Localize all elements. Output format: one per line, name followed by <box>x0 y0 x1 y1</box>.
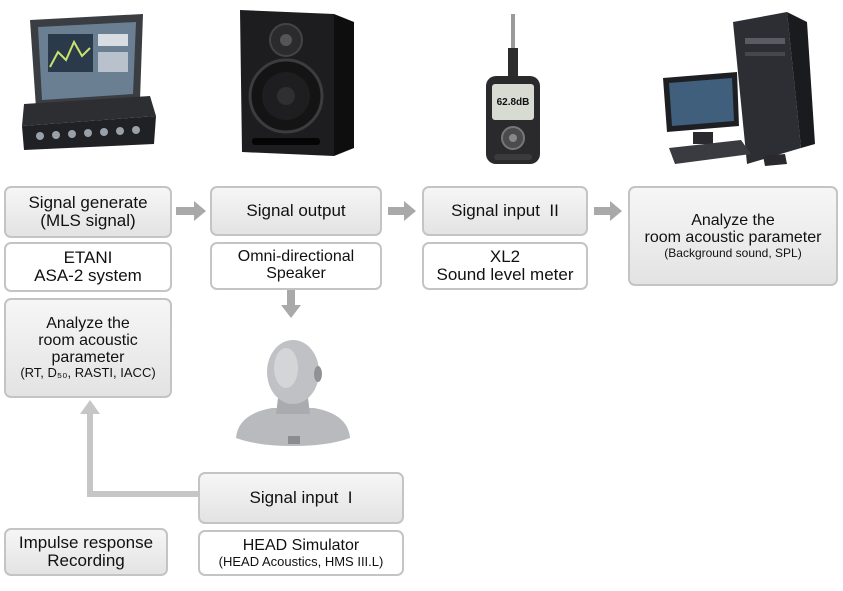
head-simulator-line1: HEAD Simulator <box>242 536 360 554</box>
xl2-line2: Sound level meter <box>436 265 574 284</box>
impulse-line1: Impulse response <box>18 533 154 553</box>
head-simulator-image <box>236 340 350 446</box>
analyze-left-line1: Analyze the <box>46 314 130 332</box>
etani-box: ETANI ASA-2 system <box>4 242 172 292</box>
arrow-output-to-input2 <box>388 201 416 221</box>
omni-speaker-box: Omni-directional Speaker <box>210 242 382 290</box>
arrow-input1-to-analyze <box>87 412 200 497</box>
laptop-analyzer-image <box>22 14 156 150</box>
analyze-left-line4: (RT, D₅₀, RASTI, IACC) <box>20 365 156 381</box>
etani-line1: ETANI <box>63 248 113 268</box>
head-simulator-box: HEAD Simulator (HEAD Acoustics, HMS III.… <box>198 530 404 576</box>
analyze-right-line2: room acoustic parameter <box>644 228 822 246</box>
meter-reading: 62.8dB <box>497 97 530 108</box>
signal-output-box: Signal output <box>210 186 382 236</box>
signal-generate-line1: Signal generate <box>28 193 148 213</box>
signal-input-1-box: Signal input I <box>198 472 404 524</box>
speaker-image <box>240 10 354 156</box>
signal-generate-line2: (MLS signal) <box>40 211 136 230</box>
signal-output-label: Signal output <box>246 201 346 221</box>
analyze-left-line3: parameter <box>51 348 125 366</box>
sound-level-meter-image: 62.8dB <box>486 14 540 164</box>
signal-input-1-label: Signal input I <box>249 488 353 508</box>
xl2-line1: XL2 <box>489 247 521 267</box>
arrow-input2-to-analyze <box>594 201 622 221</box>
impulse-line2: Recording <box>47 551 125 570</box>
head-simulator-line2: (HEAD Acoustics, HMS III.L) <box>218 553 384 569</box>
signal-input-2-label: Signal input II <box>451 201 559 221</box>
analyze-left-line2: room acoustic <box>38 331 138 349</box>
impulse-response-box: Impulse response Recording <box>4 528 168 576</box>
omni-speaker-line1: Omni-directional <box>237 248 355 266</box>
signal-generate-box: Signal generate (MLS signal) <box>4 186 172 238</box>
analyze-left-box: Analyze the room acoustic parameter (RT,… <box>4 298 172 398</box>
arrow-generate-to-output <box>176 201 206 221</box>
analyze-right-box: Analyze the room acoustic parameter (Bac… <box>628 186 838 286</box>
analyze-right-line3: (Background sound, SPL) <box>664 245 802 260</box>
desktop-computer-image <box>663 12 815 166</box>
analyze-right-line1: Analyze the <box>691 211 775 229</box>
etani-line2: ASA-2 system <box>34 266 142 285</box>
omni-speaker-line2: Speaker <box>266 265 326 282</box>
arrow-speaker-to-head <box>281 290 301 318</box>
xl2-box: XL2 Sound level meter <box>422 242 588 290</box>
signal-input-2-box: Signal input II <box>422 186 588 236</box>
